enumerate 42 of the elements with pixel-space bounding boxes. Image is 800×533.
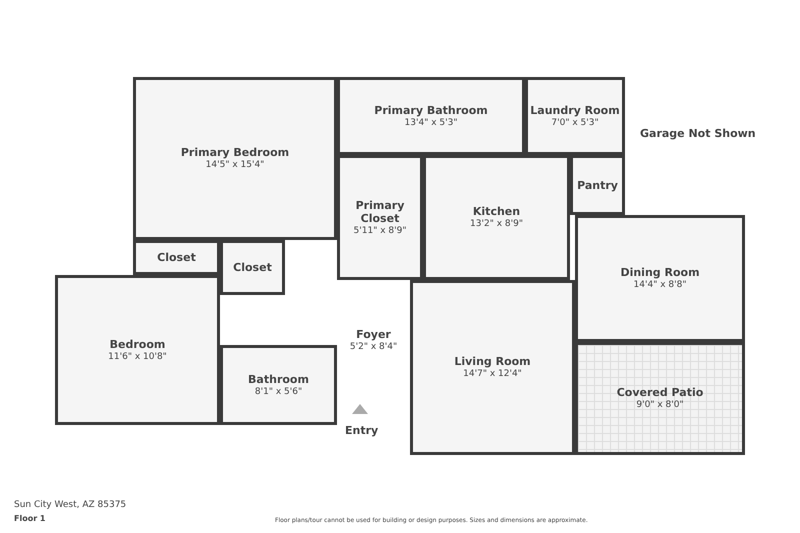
room-name: Bedroom bbox=[110, 338, 166, 350]
room-area bbox=[133, 240, 220, 275]
room-name: Primary Bedroom bbox=[180, 146, 290, 159]
room-dimensions: 7'0" x 5'3" bbox=[551, 116, 599, 128]
room-area bbox=[570, 155, 625, 215]
room-name: Pantry bbox=[577, 178, 618, 192]
room-dimensions: 13'4" x 5'3" bbox=[404, 116, 458, 128]
room-dimensions: 9'0" x 8'0" bbox=[636, 399, 684, 411]
room-area bbox=[337, 77, 525, 155]
room-name: Closet bbox=[157, 251, 196, 264]
room-area bbox=[133, 77, 337, 240]
room-name: Foyer bbox=[356, 328, 391, 340]
room-area bbox=[423, 155, 570, 280]
patio-area bbox=[575, 342, 745, 455]
room-name: Primary Closet bbox=[354, 198, 406, 224]
room-name: Living Room bbox=[454, 355, 531, 368]
room-area bbox=[55, 275, 220, 425]
room-name: Covered Patio bbox=[616, 386, 704, 399]
room-area bbox=[220, 240, 285, 295]
room-name: Laundry Room bbox=[530, 104, 620, 116]
room-area bbox=[575, 215, 745, 342]
room-area bbox=[337, 155, 423, 280]
label-text: Floor 1 bbox=[14, 514, 46, 523]
address-text: Sun City West, AZ 85375 bbox=[14, 500, 126, 510]
room-area bbox=[410, 280, 575, 455]
room-dimensions: 13'2" x 8'9" bbox=[470, 218, 523, 230]
room-dimensions: 5'2" x 8'4" bbox=[350, 340, 398, 352]
room-dimensions: 14'4" x 8'8" bbox=[634, 279, 686, 291]
room-name: Primary Bathroom bbox=[374, 104, 488, 116]
room-dimensions: 5'11" x 8'9" bbox=[354, 224, 406, 236]
room-name: Bathroom bbox=[248, 372, 309, 386]
label-text: Garage Not Shown bbox=[640, 127, 756, 140]
room-dimensions: 8'1" x 5'6" bbox=[254, 386, 302, 398]
room-dimensions: 11'6" x 10'8" bbox=[108, 350, 167, 362]
room-area bbox=[220, 345, 337, 425]
room-name: Dining Room bbox=[620, 266, 700, 279]
room-dimensions: 14'7" x 12'4" bbox=[463, 368, 522, 380]
label-text: Entry bbox=[345, 424, 378, 437]
room-area bbox=[525, 77, 625, 155]
room-name: Kitchen bbox=[472, 205, 520, 218]
room-dimensions: 14'5" x 15'4" bbox=[206, 159, 264, 171]
room-name: Closet bbox=[233, 261, 272, 274]
